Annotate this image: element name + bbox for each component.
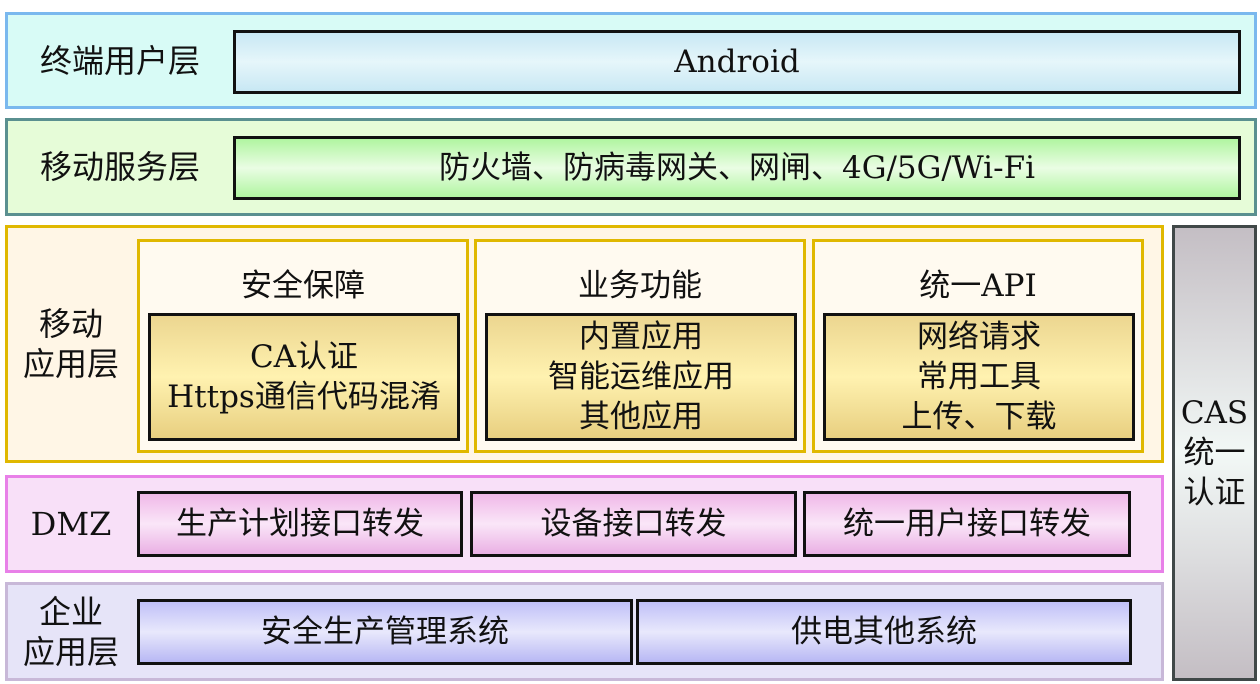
cas-auth-column: CAS 统一 认证 <box>1172 225 1257 681</box>
panel-content: 网络请求 常用工具 上传、下载 <box>823 313 1135 441</box>
content-line: Https通信代码混淆 <box>167 379 441 415</box>
layer-label: 移动服务层 <box>39 148 200 186</box>
content-line: 智能运维应用 <box>548 359 734 395</box>
network-security-box: 防火墙、防病毒网关、网闸、4G/5G/Wi-Fi <box>233 136 1241 200</box>
layer-label: 移动 应用层 <box>8 228 134 460</box>
layer-label: DMZ <box>30 505 112 543</box>
dmz-item: 设备接口转发 <box>470 491 797 557</box>
content-line: 内置应用 <box>579 319 703 355</box>
mobile-service-layer: 移动服务层 防火墙、防病毒网关、网闸、4G/5G/Wi-Fi <box>5 118 1257 216</box>
label-line: 应用层 <box>22 345 119 383</box>
terminal-user-layer: 终端用户层 Android <box>5 12 1257 109</box>
layer-label: 终端用户层 <box>39 41 200 80</box>
panel-title: 业务功能 <box>578 268 702 304</box>
dmz-item: 生产计划接口转发 <box>137 491 463 557</box>
business-panel: 业务功能 内置应用 智能运维应用 其他应用 <box>474 239 806 453</box>
security-panel: 安全保障 CA认证 Https通信代码混淆 <box>137 239 469 453</box>
enterprise-item: 安全生产管理系统 <box>137 599 633 665</box>
layer-label: 企业 应用层 <box>8 585 134 678</box>
cas-line: 认证 <box>1183 475 1246 511</box>
dmz-layer: DMZ 生产计划接口转发 设备接口转发 统一用户接口转发 <box>5 475 1164 573</box>
enterprise-item: 供电其他系统 <box>636 599 1132 665</box>
content-line: 其他应用 <box>579 399 703 435</box>
label-line: 企业 <box>38 592 103 631</box>
cas-line: 统一 <box>1183 435 1246 471</box>
content-line: 网络请求 <box>917 319 1041 355</box>
content-line: 上传、下载 <box>901 399 1057 435</box>
dmz-item: 统一用户接口转发 <box>803 491 1131 557</box>
panel-content: CA认证 Https通信代码混淆 <box>148 313 460 441</box>
panel-title: 安全保障 <box>241 268 365 304</box>
mobile-app-layer: 移动 应用层 安全保障 CA认证 Https通信代码混淆 业务功能 内置应用 智… <box>5 225 1164 463</box>
api-panel: 统一API 网络请求 常用工具 上传、下载 <box>812 239 1144 453</box>
content-line: CA认证 <box>249 339 359 375</box>
enterprise-app-layer: 企业 应用层 安全生产管理系统 供电其他系统 <box>5 582 1164 681</box>
android-box: Android <box>233 30 1241 94</box>
panel-content: 内置应用 智能运维应用 其他应用 <box>485 313 797 441</box>
label-line: 移动 <box>38 305 103 343</box>
cas-line: CAS <box>1180 395 1249 431</box>
label-line: 应用层 <box>22 632 119 671</box>
panel-title: 统一API <box>919 268 1037 304</box>
content-line: 常用工具 <box>917 359 1041 395</box>
